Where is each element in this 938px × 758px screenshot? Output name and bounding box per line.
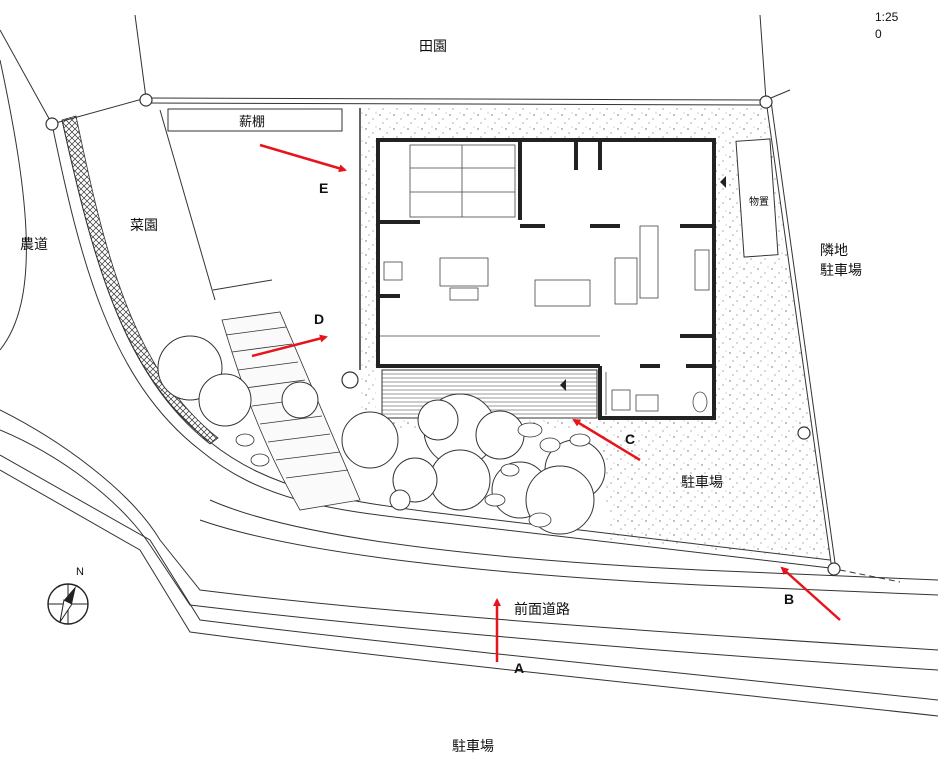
label-vegetable-garden: 菜園 xyxy=(130,218,158,234)
compass-north-letter: N xyxy=(76,566,84,578)
label-front-road: 前面道路 xyxy=(514,602,570,618)
label-rice-field: 田園 xyxy=(419,39,447,55)
stone-paving xyxy=(235,422,591,528)
label-farm-road: 農道 xyxy=(20,237,48,253)
arrow-b xyxy=(780,566,841,621)
north-compass-icon xyxy=(47,583,89,625)
label-neighbor-parking-line2: 駐車場 xyxy=(820,263,862,279)
label-woodshed: 薪棚 xyxy=(239,115,266,130)
viewpoint-label-d: D xyxy=(314,311,325,327)
boundary-posts xyxy=(45,93,841,576)
woodshed-outline xyxy=(167,108,343,132)
label-storage: 物置 xyxy=(749,197,769,208)
arrow-d xyxy=(251,334,328,358)
viewpoint-label-c: C xyxy=(625,431,636,447)
trees xyxy=(157,335,606,535)
scale-line-2: 0 xyxy=(875,27,882,41)
scale-label: 1:25 0 xyxy=(875,9,898,43)
arrow-c xyxy=(572,418,641,462)
label-parking-south: 駐車場 xyxy=(452,739,494,755)
viewpoint-label-b: B xyxy=(784,591,795,607)
storage-shed-outline xyxy=(735,138,779,258)
viewpoint-label-e: E xyxy=(319,180,329,196)
hedge-strip xyxy=(61,115,219,445)
arrow-e xyxy=(259,143,347,173)
scale-line-1: 1:25 xyxy=(875,10,899,24)
house-plan xyxy=(376,138,726,420)
label-neighbor-parking: 隣地 駐車場 xyxy=(820,241,862,281)
viewpoint-arrows xyxy=(251,143,841,662)
viewpoint-label-a: A xyxy=(514,660,525,676)
label-parking-east: 駐車場 xyxy=(681,475,723,491)
label-neighbor-parking-line1: 隣地 xyxy=(820,243,848,259)
